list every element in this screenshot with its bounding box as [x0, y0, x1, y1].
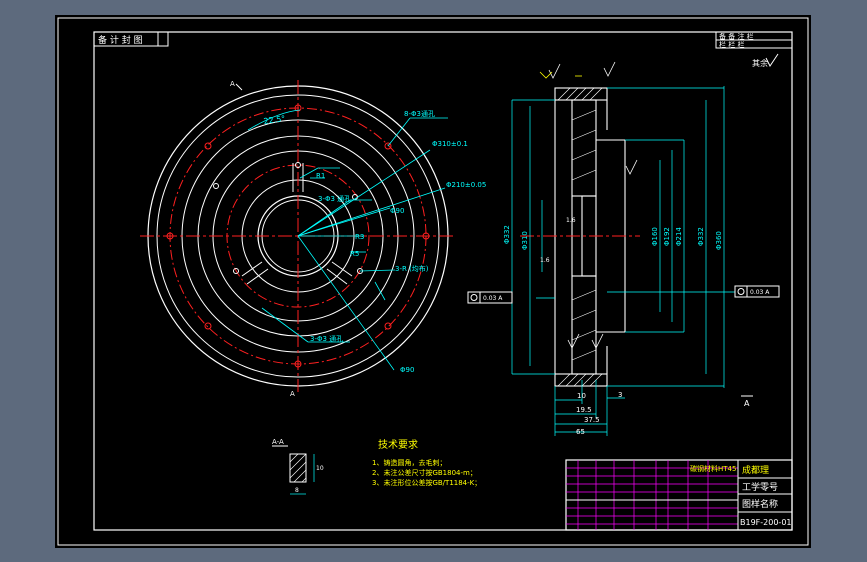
dia-left-2: Φ310 — [521, 231, 529, 250]
rib-lower-right — [326, 261, 353, 285]
top-right-row2: 栏 栏 栏 — [719, 40, 744, 49]
dim-37-5: 37.5 — [584, 416, 600, 424]
holes-3b-label: 3-R (均布) — [395, 264, 429, 273]
hatching — [557, 87, 603, 387]
angle-label: 22.5° — [263, 114, 286, 126]
drawing-code: B19F-200-01 — [740, 518, 792, 527]
roughness-note: 其余 — [752, 58, 768, 68]
dia-right-4: Φ332 — [697, 227, 705, 246]
dia-right-1: Φ160 — [651, 227, 659, 246]
section-detail-label: A-A — [272, 438, 284, 446]
datum-label: A — [744, 399, 750, 408]
drawing-name-label: 图样名称 — [742, 498, 778, 510]
tolerance-left-text: 0.03 A — [483, 295, 503, 302]
flag-markers — [539, 71, 582, 79]
title-block-frame — [565, 459, 793, 531]
top-right-label-box: 备 备 注 栏 栏 栏 栏 — [715, 31, 793, 49]
title-block-right — [566, 460, 792, 530]
dim-19-5: 19.5 — [576, 406, 592, 414]
roughness-symbol-icons — [548, 61, 638, 349]
r1-label: R1 — [316, 172, 325, 180]
section-detail[interactable]: A-A 8 10 — [272, 438, 324, 495]
dia-90-label: Φ90 — [390, 207, 404, 215]
sheet-outer-border — [57, 17, 809, 546]
tolerance-frame-right: 0.03 A — [734, 285, 780, 298]
section-arrow-top — [235, 83, 243, 91]
dia-bottom-label: Φ90 — [400, 366, 414, 374]
section-detail-h: 10 — [316, 465, 324, 472]
r3-label: R3 — [355, 233, 364, 241]
rough-1: 1.6 — [566, 217, 576, 224]
sheet-inner-border — [93, 31, 793, 531]
inner-bolt-holes — [213, 162, 363, 274]
holes-3a-label: 3-Φ3 通孔 — [318, 194, 351, 203]
dia-mid-label: Φ210±0.05 — [446, 181, 486, 189]
rib-lower-left — [241, 261, 269, 285]
tolerance-right-text: 0.03 A — [750, 289, 770, 296]
top-left-label-box: 备 计 封 图 — [93, 31, 169, 47]
tech-req-title: 技术要求 — [378, 438, 418, 451]
dia-right-3: Φ214 — [675, 227, 683, 246]
dia-right-5: Φ360 — [715, 231, 723, 250]
drawing-number-label: 工学零号 — [742, 481, 778, 493]
dia-right-2: Φ192 — [663, 227, 671, 246]
front-view[interactable]: 22.5° 8-Φ3通孔 Φ310±0.1 Φ210±0.05 R1 3-Φ3 … — [140, 80, 486, 398]
dia-left-1: Φ332 — [503, 225, 511, 244]
title-block[interactable]: 碳钢材料HT45 成都理 工学零号 图样名称 B19F-200-01 — [565, 459, 793, 531]
drawing-sheet — [55, 15, 811, 548]
roughness-symbol-icon — [765, 53, 779, 67]
technical-requirements: 技术要求 1、铸造圆角，去毛刺； 2、未注公差尺寸按GB1804-m； 3、未注… — [372, 438, 481, 487]
front-view-leaders — [247, 109, 448, 371]
tolerance-frame-left: 0.03 A — [467, 291, 513, 304]
outer-bolt-holes — [166, 104, 430, 368]
r5-label: R5 — [350, 250, 359, 258]
tech-req-item-3: 3、未注形位公差按GB/T1184-K； — [372, 478, 481, 487]
section-detail-w: 8 — [295, 487, 299, 494]
dim-65: 65 — [576, 428, 585, 436]
section-detail-hatch — [289, 453, 307, 483]
tech-req-item-2: 2、未注公差尺寸按GB1804-m； — [372, 468, 477, 477]
side-dimension-lines — [511, 86, 735, 436]
hole-8-label: 8-Φ3通孔 — [404, 109, 435, 118]
top-left-label: 备 计 封 图 — [98, 34, 143, 46]
side-view[interactable]: Φ332 Φ310 Φ160 Φ192 Φ214 Φ332 Φ360 0.03 … — [467, 61, 780, 436]
rough-2: 1.6 — [540, 257, 550, 264]
rib-top — [292, 163, 304, 192]
tech-req-item-1: 1、铸造圆角，去毛刺； — [372, 458, 446, 467]
dim-3: 3 — [618, 391, 622, 399]
section-mark-top: A — [230, 80, 235, 88]
dim-10: 10 — [577, 392, 586, 400]
holes-3c-label: 3-Φ3 通孔 — [310, 334, 343, 343]
top-right-row1: 备 备 注 栏 — [719, 32, 754, 41]
dia-outer-label: Φ310±0.1 — [432, 140, 468, 148]
material-note: 碳钢材料HT45 — [690, 464, 736, 473]
company-name: 成都理 — [742, 464, 769, 476]
section-mark-bottom: A — [290, 390, 295, 398]
